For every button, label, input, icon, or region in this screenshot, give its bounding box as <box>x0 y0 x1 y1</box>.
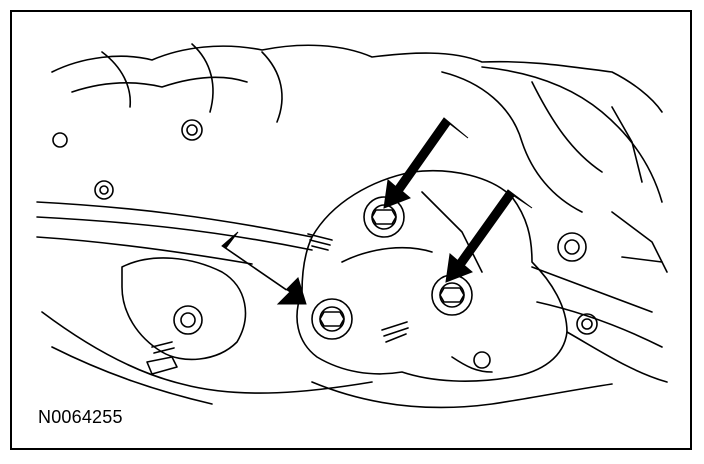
mount-bolt-left <box>311 298 353 340</box>
arrow-top-bolt <box>383 117 469 209</box>
right-bolt <box>557 232 587 262</box>
transmission-mount-illustration <box>36 43 668 409</box>
mount-bolt-right <box>431 274 473 316</box>
lower-right-bolt <box>576 313 598 335</box>
upper-housing-outline <box>51 44 663 113</box>
upper-left-bolt <box>181 119 203 141</box>
stud-center <box>381 321 409 343</box>
arrow-left-bolt <box>221 231 307 305</box>
left-mount-bracket <box>121 257 247 361</box>
stud-left <box>307 233 333 251</box>
mount-plate <box>296 169 568 382</box>
crossmember-rail <box>36 201 313 238</box>
left-mount-bolt <box>173 305 203 335</box>
arrow-right-bolt <box>445 189 533 283</box>
left-bolt-small <box>94 180 114 200</box>
illustration-frame: N0064255 <box>10 10 692 450</box>
figure-code-label: N0064255 <box>38 407 123 427</box>
